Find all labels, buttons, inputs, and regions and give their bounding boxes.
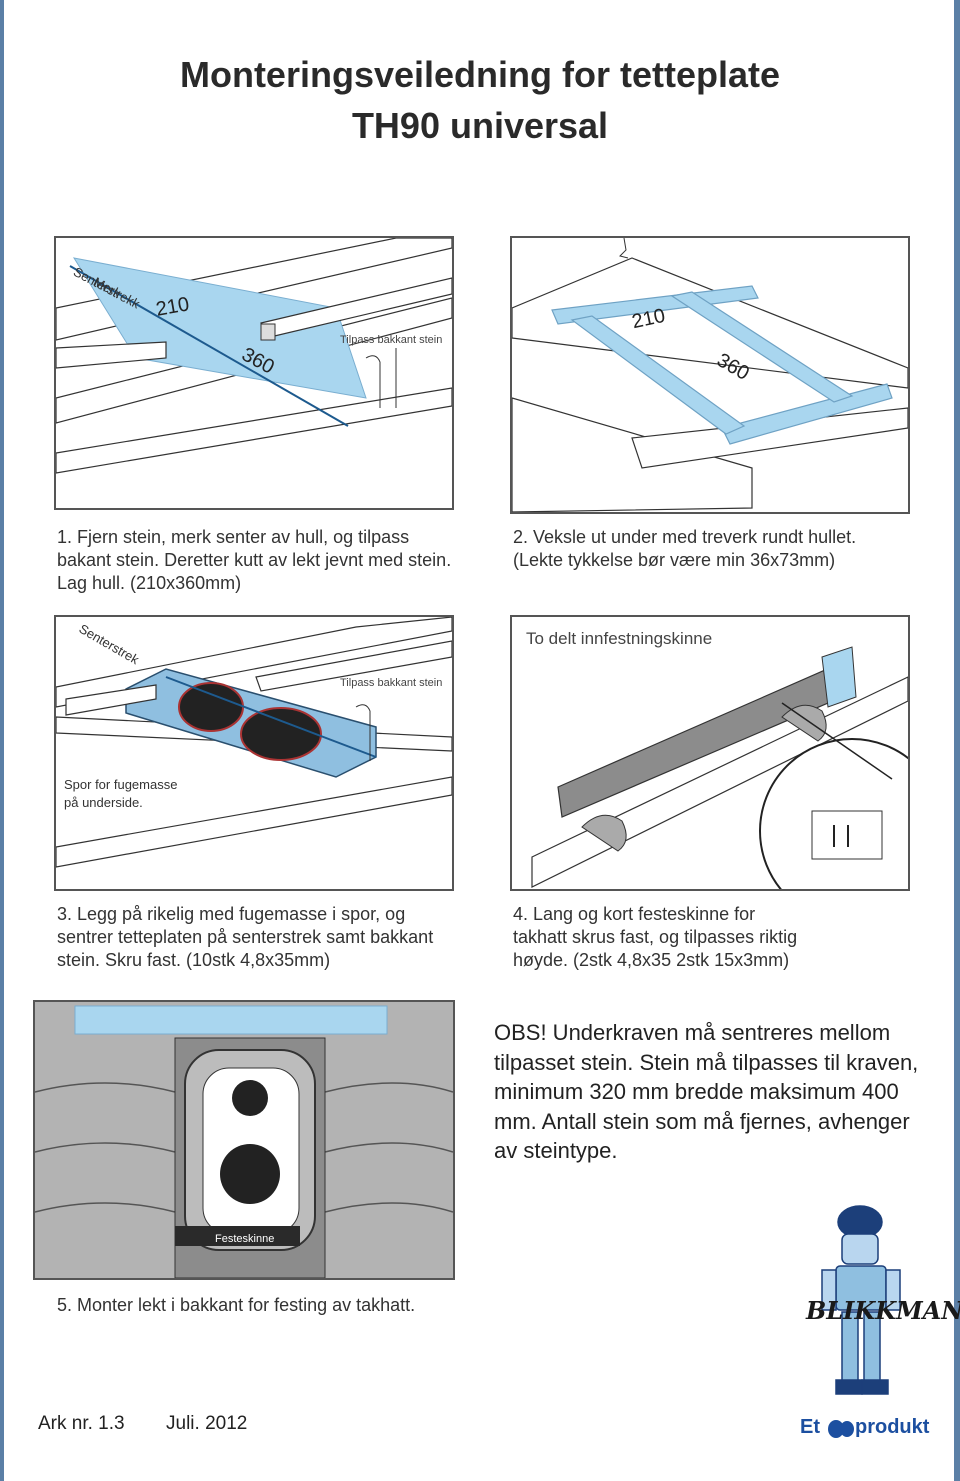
blikkmann-mascot — [821, 1205, 901, 1395]
issue-date: Juli. 2012 — [166, 1413, 248, 1434]
blikkmann-logo-text: BLIKKMANN — [806, 1296, 960, 1325]
step2-caption-line2: (Lekte tykkelse bør være min 36x73mm) — [513, 550, 836, 570]
et-label: Et — [800, 1416, 820, 1438]
step1-caption: 1. Fjern stein, merk senter av hull, og … — [57, 527, 452, 593]
page-title-line1: Monteringsveiledning for tetteplate — [179, 54, 781, 95]
right-edge-stripe — [954, 0, 960, 1481]
step4-caption: 4. Lang og kort festeskinne for takhatt … — [513, 904, 798, 970]
step5-illustration: Festeskinne — [33, 1000, 455, 1280]
sheet-number: Ark nr. 1.3 — [38, 1413, 125, 1434]
step2-illustration: 210 360 — [510, 236, 910, 514]
step5-drawing — [35, 1002, 453, 1278]
step4-illustration: To delt innfestningskinne — [510, 615, 910, 891]
step3-tilpass-label: Tilpass bakkant stein — [340, 677, 443, 689]
step4-to-delt-label: To delt innfestningskinne — [526, 629, 713, 648]
step3-spor-label-line1: Spor for fugemasse — [64, 777, 178, 792]
page-title-line2: TH90 universal — [351, 105, 609, 146]
step3-caption: 3. Legg på rikelig med fugemasse i spor,… — [57, 904, 434, 970]
blikkmann-small-logo-icon — [828, 1420, 854, 1438]
obs-note: OBS! Underkraven må sentreres mellom til… — [494, 1020, 919, 1163]
step1-drawing — [56, 238, 452, 474]
step1-tilpass-label: Tilpass bakkant stein — [340, 334, 443, 346]
step3-spor-label-line2: på underside. — [64, 795, 143, 810]
step2-caption-line1: 2. Veksle ut under med treverk rundt hul… — [513, 527, 857, 547]
step5-festeskinne-label: Festeskinne — [215, 1233, 275, 1245]
step4-drawing — [531, 646, 908, 889]
step3-drawing — [56, 617, 452, 868]
step2-drawing — [512, 238, 908, 512]
produkt-label: produkt — [855, 1416, 930, 1438]
step5-caption: 5. Monter lekt i bakkant for festing av … — [57, 1295, 416, 1315]
step3-illustration: Senterstrek Tilpass bakkant stein Spor f… — [54, 615, 454, 891]
left-edge-stripe — [0, 0, 4, 1481]
step1-illustration: Merk Senterstrekk 210 360 Tilpass bakkan… — [54, 236, 454, 510]
